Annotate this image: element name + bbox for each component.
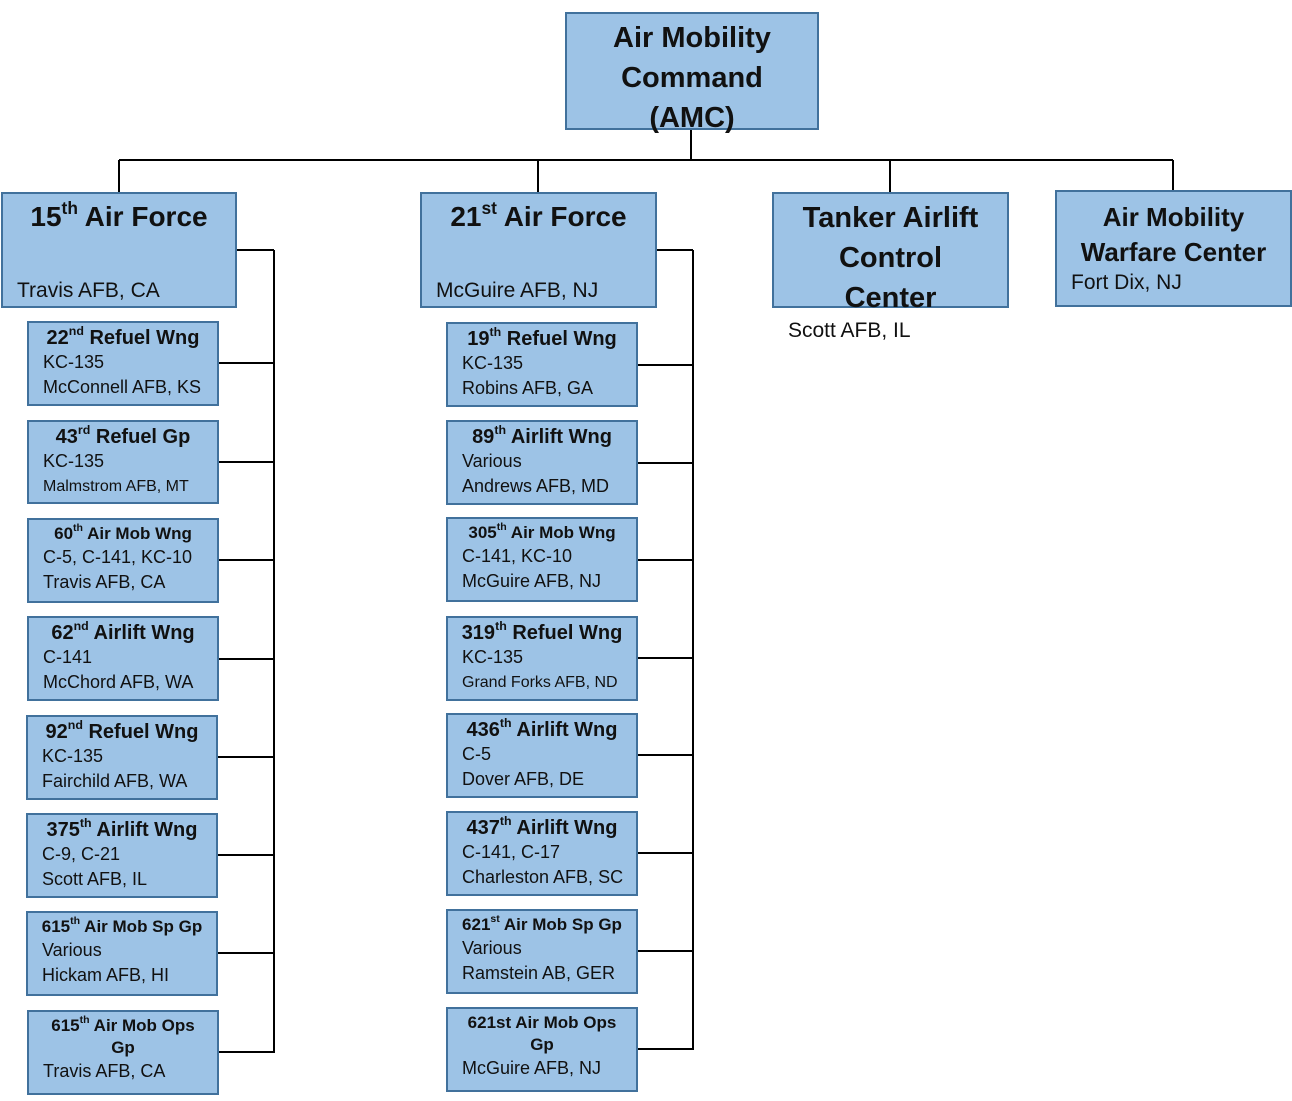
unit-title: 437th Airlift Wng [466, 814, 618, 839]
amwc-title: Air Mobility Warfare Center [1080, 202, 1267, 267]
unit-location: Fairchild AFB, WA [42, 771, 188, 791]
unit-aircraft: Various [462, 938, 522, 958]
unit-title: 319th Refuel Wng [461, 619, 623, 644]
15th-air-force-box: 15th Air Force Travis AFB, CA [1, 192, 237, 308]
unit-aircraft: KC-135 [462, 647, 524, 667]
unit-title: 621st Air Mob Ops Gp [467, 1013, 617, 1054]
unit-19th-refuel-wng: 19th Refuel Wng KC-135 Robins AFB, GA [446, 322, 638, 407]
unit-436th-airlift-wng: 436th Airlift Wng C-5 Dover AFB, DE [446, 713, 638, 798]
unit-375th-airlift-wng: 375th Airlift Wng C-9, C-21 Scott AFB, I… [26, 813, 218, 898]
unit-title: 305th Air Mob Wng [468, 521, 616, 542]
21st-air-force-box: 21st Air Force McGuire AFB, NJ [420, 192, 657, 308]
unit-aircraft: C-141, C-17 [462, 842, 561, 862]
amwc-location: Fort Dix, NJ [1071, 271, 1182, 294]
amc-box: Air Mobility Command (AMC) [565, 12, 819, 134]
unit-60th-air-mob-wng: 60th Air Mob Wng C-5, C-141, KC-10 Travi… [27, 518, 219, 603]
21st-air-force-location: McGuire AFB, NJ [436, 279, 599, 302]
unit-62nd-airlift-wng: 62nd Airlift Wng C-141 McChord AFB, WA [27, 616, 219, 701]
unit-aircraft: C-5 [462, 744, 492, 764]
unit-title: 89th Airlift Wng [472, 423, 612, 448]
unit-615th-air-mob-ops-gp: 615th Air Mob Ops Gp Travis AFB, CA [27, 1010, 219, 1095]
unit-615th-air-mob-sp-gp: 615th Air Mob Sp Gp Various Hickam AFB, … [26, 911, 218, 996]
tanker-airlift-control-center-box: Tanker Airlift Control Center Scott AFB,… [772, 192, 1009, 342]
unit-aircraft: KC-135 [42, 746, 104, 766]
unit-aircraft: C-9, C-21 [42, 844, 121, 864]
unit-title: 436th Airlift Wng [466, 716, 618, 741]
unit-title: 621st Air Mob Sp Gp [462, 913, 622, 934]
tacc-title: Tanker Airlift Control Center [802, 202, 979, 314]
unit-title: 62nd Airlift Wng [51, 619, 195, 644]
15th-air-force-location: Travis AFB, CA [17, 279, 160, 302]
unit-aircraft: KC-135 [43, 352, 105, 372]
unit-title: 615th Air Mob Ops Gp [51, 1014, 195, 1057]
unit-location: Robins AFB, GA [462, 378, 594, 398]
unit-location: Travis AFB, CA [43, 1061, 166, 1081]
unit-location: McConnell AFB, KS [43, 377, 202, 397]
unit-621st-air-mob-sp-gp: 621st Air Mob Sp Gp Various Ramstein AB,… [446, 909, 638, 994]
unit-location: Ramstein AB, GER [462, 963, 616, 983]
amc-title-line-2: Command [621, 62, 763, 94]
unit-title: 19th Refuel Wng [467, 325, 617, 350]
unit-location: Travis AFB, CA [43, 572, 166, 592]
tacc-location: Scott AFB, IL [788, 319, 911, 342]
unit-location: McChord AFB, WA [43, 672, 194, 692]
amc-title-line-1: Air Mobility [613, 22, 771, 54]
unit-location: Grand Forks AFB, ND [462, 674, 618, 691]
unit-aircraft: C-141, KC-10 [462, 546, 573, 566]
21st-air-force-title: 21st Air Force [450, 197, 627, 232]
unit-location: Malmstrom AFB, MT [43, 478, 189, 495]
air-mobility-warfare-center-box: Air Mobility Warfare Center Fort Dix, NJ [1055, 190, 1292, 307]
unit-aircraft: Various [42, 940, 102, 960]
unit-location: Scott AFB, IL [42, 869, 148, 889]
unit-title: 615th Air Mob Sp Gp [41, 915, 203, 936]
unit-89th-airlift-wng: 89th Airlift Wng Various Andrews AFB, MD [446, 420, 638, 505]
unit-title: 22nd Refuel Wng [46, 324, 200, 349]
unit-621st-air-mob-ops-gp: 621st Air Mob Ops Gp McGuire AFB, NJ [446, 1007, 638, 1092]
unit-305th-air-mob-wng: 305th Air Mob Wng C-141, KC-10 McGuire A… [446, 517, 638, 602]
unit-43rd-refuel-gp: 43rd Refuel Gp KC-135 Malmstrom AFB, MT [27, 420, 219, 504]
unit-title: 60th Air Mob Wng [54, 522, 192, 543]
unit-319th-refuel-wng: 319th Refuel Wng KC-135 Grand Forks AFB,… [446, 616, 638, 701]
unit-title: 43rd Refuel Gp [55, 423, 191, 448]
unit-aircraft: C-5, C-141, KC-10 [43, 547, 193, 567]
unit-title: 92nd Refuel Wng [45, 718, 199, 743]
unit-location: Charleston AFB, SC [462, 867, 624, 887]
unit-22nd-refuel-wng: 22nd Refuel Wng KC-135 McConnell AFB, KS [27, 321, 219, 406]
unit-aircraft: Various [462, 451, 522, 471]
unit-aircraft: KC-135 [43, 451, 105, 471]
unit-92nd-refuel-wng: 92nd Refuel Wng KC-135 Fairchild AFB, WA [26, 715, 218, 800]
unit-aircraft: KC-135 [462, 353, 524, 373]
15th-air-force-title: 15th Air Force [30, 197, 208, 232]
unit-title: 375th Airlift Wng [46, 816, 198, 841]
unit-location: Dover AFB, DE [462, 769, 585, 789]
unit-location: Hickam AFB, HI [42, 965, 170, 985]
unit-aircraft: C-141 [43, 647, 93, 667]
amc-title-line-3: (AMC) [649, 102, 735, 134]
unit-location: McGuire AFB, NJ [462, 1058, 602, 1078]
unit-437th-airlift-wng: 437th Airlift Wng C-141, C-17 Charleston… [446, 811, 638, 896]
unit-location: McGuire AFB, NJ [462, 571, 602, 591]
unit-location: Andrews AFB, MD [462, 476, 610, 496]
